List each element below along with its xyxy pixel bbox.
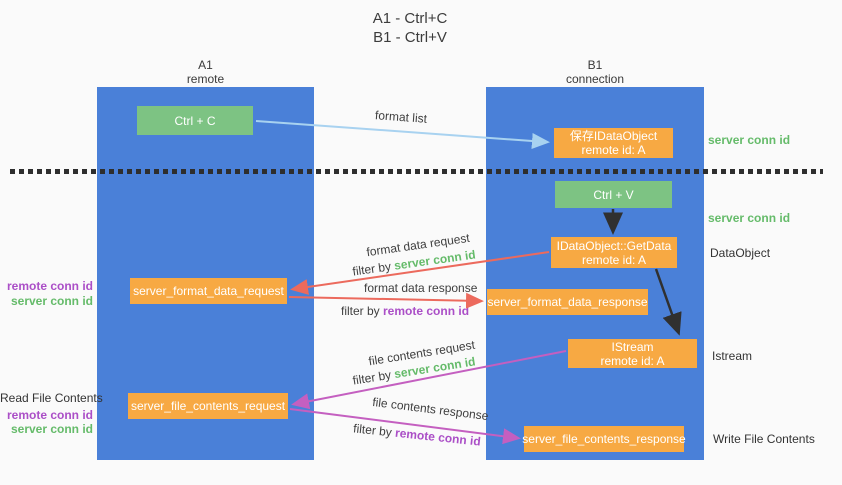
server-conn-id-mid-label: server conn id: [708, 211, 791, 225]
save-idataobject-box: 保存IDataObject remote id: A: [554, 128, 673, 158]
istream-box: IStream remote id: A: [568, 339, 697, 368]
filter-by-text: filter by: [351, 367, 396, 388]
save-idataobject-line1: 保存IDataObject: [569, 129, 658, 143]
server-format-data-response-label: server_format_data_response: [487, 295, 648, 309]
server-conn-id-top-label: server conn id: [708, 133, 791, 147]
write-file-contents-label: Write File Contents: [713, 432, 815, 446]
remote-conn-id-text: remote conn id: [383, 304, 470, 318]
filter-by-text: filter by: [351, 258, 396, 279]
getdata-line2: remote id: A: [581, 252, 647, 267]
server-file-contents-request-box: server_file_contents_request: [128, 393, 288, 419]
lane-a1-title: A1: [198, 58, 213, 72]
ctrl-c-label: Ctrl + C: [174, 113, 216, 128]
lane-b1-title: B1: [587, 58, 603, 72]
format-data-response-label: format data response: [364, 281, 478, 295]
save-idataobject-line2: remote id: A: [581, 143, 646, 157]
server-file-contents-response-box: server_file_contents_response: [522, 426, 686, 452]
file-contents-response-label: file contents response: [371, 394, 490, 424]
istream-line1: IStream: [611, 339, 654, 354]
ctrl-v-box: Ctrl + V: [555, 181, 672, 208]
dotted-separator-line: [10, 169, 823, 174]
format-data-response-arrow: [288, 292, 484, 309]
server-conn-id-file-label: server conn id: [10, 422, 93, 436]
remote-conn-id-text: remote conn id: [394, 425, 482, 449]
istream-side-label: Istream: [712, 349, 753, 363]
server-format-data-request-label: server_format_data_request: [133, 284, 284, 298]
remote-conn-id-file-label: remote conn id: [6, 408, 93, 422]
file-response-filter-label: filter by remote conn id: [353, 421, 482, 448]
filter-by-text: filter by: [352, 421, 396, 440]
idataobject-getdata-box: IDataObject::GetData remote id: A: [551, 237, 677, 268]
lane-a1-subtitle: remote: [186, 72, 225, 86]
istream-line2: remote id: A: [600, 353, 665, 368]
dataobject-label: DataObject: [710, 246, 771, 260]
diagram-title-line1: A1 - Ctrl+C: [372, 10, 448, 27]
server-file-contents-request-label: server_file_contents_request: [130, 399, 286, 413]
server-conn-id-format-label: server conn id: [10, 294, 93, 308]
server-format-data-request-box: server_format_data_request: [130, 278, 287, 304]
lane-header-b1: B1 connection: [486, 58, 704, 86]
read-file-contents-label: Read File Contents: [0, 391, 103, 405]
server-format-data-response-box: server_format_data_response: [487, 289, 648, 315]
getdata-line1: IDataObject::GetData: [556, 238, 672, 253]
filter-by-text: filter by: [341, 304, 384, 318]
lane-b1-subtitle: connection: [565, 72, 625, 86]
server-file-contents-response-label: server_file_contents_response: [522, 432, 686, 446]
format-response-filter-label: filter by remote conn id: [341, 304, 469, 318]
ctrl-v-label: Ctrl + V: [593, 187, 634, 202]
diagram-title-line2: B1 - Ctrl+V: [373, 29, 447, 46]
lane-header-a1: A1 remote: [97, 58, 314, 86]
format-list-label: format list: [374, 108, 428, 126]
ctrl-c-box: Ctrl + C: [137, 106, 253, 135]
remote-conn-id-format-label: remote conn id: [6, 279, 93, 293]
